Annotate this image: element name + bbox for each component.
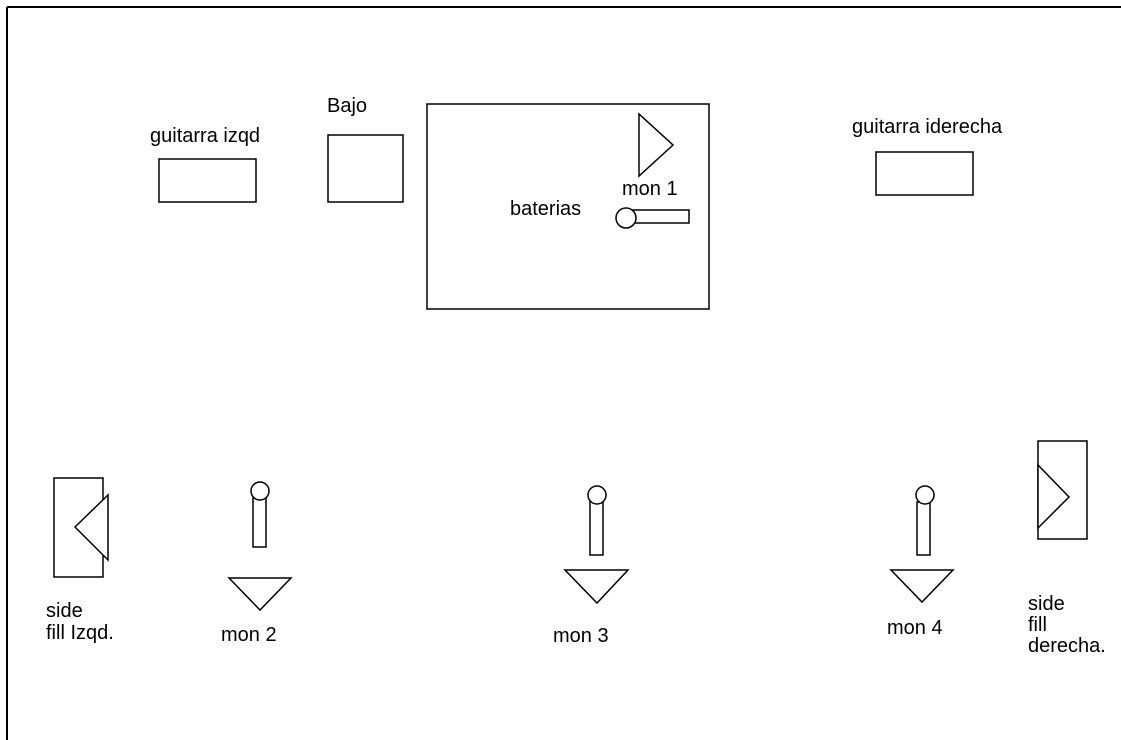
mic-stand [916, 501, 931, 556]
side-fill-right: side fill derecha. [1028, 440, 1106, 657]
side-fill-left-label-line-1: side [46, 600, 83, 622]
monitor-2: mon 2 [221, 481, 293, 646]
monitor-3-wedge [563, 569, 630, 605]
monitor-2-wedge [227, 577, 293, 612]
guitar-left-label: guitarra izqd [150, 125, 260, 147]
bass-amp-box [327, 134, 404, 203]
guitar-left-amp: guitarra izqd [150, 125, 260, 203]
guitar-left-amp-box [158, 158, 257, 203]
mic-head [915, 485, 935, 505]
mic-stand [252, 492, 267, 548]
side-fill-left-label: side fill Izqd. [46, 600, 114, 644]
side-fill-left-label-line-2: fill Izqd. [46, 622, 114, 644]
monitor-4-wedge [889, 569, 955, 604]
drum-riser-box [426, 103, 710, 310]
guitar-right-amp-box [875, 151, 974, 196]
drum-riser: baterias mon 1 [426, 103, 710, 310]
side-fill-right-label-line-3: derecha. [1028, 635, 1106, 657]
monitor-1-wedge [638, 112, 675, 178]
drums-label: baterias [510, 198, 581, 220]
mic-stand [589, 500, 604, 556]
monitor-3-label: mon 3 [553, 625, 609, 647]
side-fill-left-speaker [73, 493, 109, 562]
side-fill-right-label-line-1: side [1028, 593, 1065, 615]
side-fill-right-speaker [1037, 463, 1071, 530]
side-fill-left: side fill Izqd. [46, 477, 114, 644]
mic-head [615, 207, 637, 229]
mic-head [587, 485, 607, 505]
guitar-right-amp: guitarra iderecha [852, 116, 1003, 196]
guitar-right-label: guitarra iderecha [852, 116, 1003, 138]
monitor-3: mon 3 [553, 485, 630, 647]
monitor-2-label: mon 2 [221, 624, 277, 646]
monitor-4-label: mon 4 [887, 617, 943, 639]
side-fill-right-label: side fill derecha. [1028, 593, 1106, 657]
monitor-1-label: mon 1 [622, 178, 678, 200]
monitor-4: mon 4 [887, 485, 955, 639]
bass-label: Bajo [327, 95, 367, 117]
monitor-1-mic [615, 207, 690, 229]
side-fill-right-label-line-2: fill [1028, 614, 1047, 636]
bass-amp: Bajo [327, 95, 404, 203]
mic-head [250, 481, 270, 501]
